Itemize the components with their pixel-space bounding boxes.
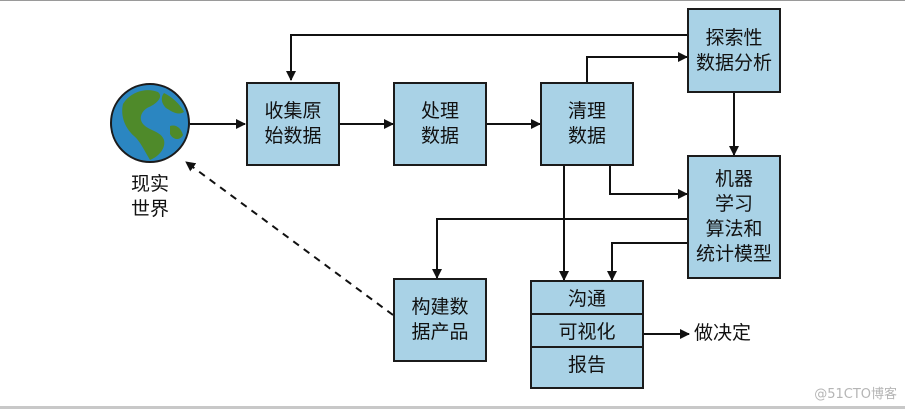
watermark: @51CTO博客 xyxy=(814,387,897,402)
real-world-label: 现实 世界 xyxy=(130,173,169,220)
cell-visualize: 可视化 xyxy=(532,315,642,348)
node-build-data-product: 构建数 据产品 xyxy=(393,278,487,362)
arrow-ml-to-build xyxy=(432,218,688,279)
node-ml-models: 机器 学习 算法和 统计模型 xyxy=(687,155,781,279)
bottom-border xyxy=(0,406,905,409)
cell-communicate: 沟通 xyxy=(532,282,642,315)
node-clean-data: 清理 数据 xyxy=(540,82,634,166)
globe-icon xyxy=(110,83,190,163)
arrow-build-to-world-dashed xyxy=(185,161,394,316)
arrow-explore-to-collect xyxy=(286,34,688,81)
arrow-clean-to-explore xyxy=(586,52,688,82)
arrow-ml-to-communicate xyxy=(607,242,688,281)
node-collect-raw-data: 收集原 始数据 xyxy=(246,82,340,166)
top-border xyxy=(0,0,905,1)
make-decision-label: 做决定 xyxy=(694,322,752,344)
node-exploratory-analysis: 探索性 数据分析 xyxy=(687,8,781,93)
node-communicate-stack: 沟通 可视化 报告 xyxy=(530,280,644,389)
arrow-clean-to-ml xyxy=(609,166,688,199)
node-process-data: 处理 数据 xyxy=(393,82,487,166)
cell-report: 报告 xyxy=(567,354,606,376)
